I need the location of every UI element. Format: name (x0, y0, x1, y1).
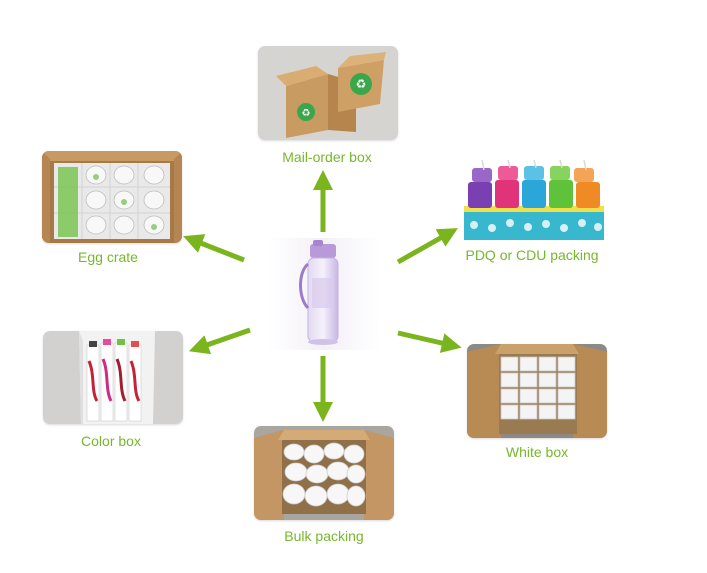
mail-order-box-image: ♻ ♻ (258, 46, 398, 140)
water-bottle-icon (268, 238, 380, 350)
svg-text:♻: ♻ (302, 108, 311, 119)
bulk-packing-label: Bulk packing (284, 528, 364, 544)
recycle-box-icon: ♻ ♻ (258, 46, 398, 140)
white-box-image (467, 344, 607, 438)
egg-crate-label: Egg crate (78, 249, 138, 265)
white-boxes-icon (467, 344, 607, 438)
center-bottle-image (268, 238, 380, 350)
color-box-image (43, 331, 183, 424)
color-box-icon (43, 331, 183, 424)
pdq-packing-image (462, 160, 606, 242)
arrow-up-right (396, 228, 458, 265)
color-box-label: Color box (81, 433, 141, 449)
white-box-label: White box (505, 444, 569, 460)
bulk-packing-image (254, 426, 394, 520)
pdq-packing-label: PDQ or CDU packing (465, 247, 599, 263)
arrow-up-left (183, 234, 245, 263)
arrow-down-left (188, 327, 251, 355)
display-tray-icon (462, 160, 606, 242)
svg-text:♻: ♻ (356, 77, 367, 91)
egg-crate-image (42, 151, 182, 243)
bulk-carton-icon (254, 426, 394, 520)
egg-crate-icon (42, 151, 182, 243)
arrow-down-right (397, 330, 462, 353)
mail-order-box-label: Mail-order box (282, 149, 372, 165)
